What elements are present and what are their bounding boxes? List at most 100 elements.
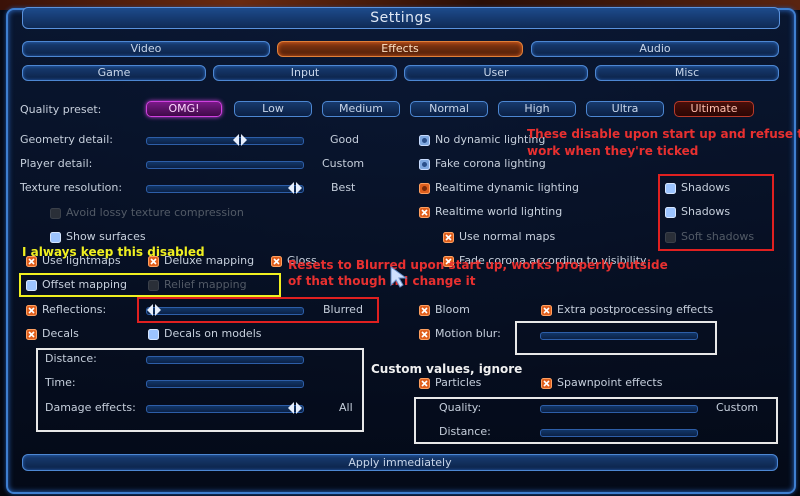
geometry-detail-slider[interactable] [146,134,304,146]
shadows-checkbox-1[interactable] [665,183,676,194]
player-detail-label: Player detail: [20,157,93,170]
motion-blur-label: Motion blur: [435,327,501,340]
realtime-world-checkbox[interactable] [419,207,430,218]
no-dynamic-lighting-checkbox[interactable] [419,135,430,146]
quality-normal-button[interactable]: Normal [410,101,488,117]
realtime-world-label: Realtime world lighting [435,205,563,218]
decal-time-label: Time: [45,376,76,389]
extra-postprocessing-checkbox[interactable] [541,305,552,316]
gloss-checkbox[interactable] [271,256,282,267]
fade-corona-checkbox[interactable] [443,256,454,267]
annotation-box-offset-mapping [19,273,281,297]
particle-quality-value: Custom [716,401,759,414]
player-detail-slider[interactable] [146,161,304,169]
decals-label: Decals [42,327,79,340]
slider-handle-icon[interactable] [147,303,161,317]
decals-on-models-checkbox[interactable] [148,329,159,340]
shadows-label-1: Shadows [681,181,731,194]
slider-handle-icon[interactable] [288,401,302,415]
offset-mapping-label: Offset mapping [42,278,127,291]
offset-mapping-checkbox[interactable] [26,280,37,291]
texture-resolution-slider[interactable] [146,182,304,194]
shadows-checkbox-2[interactable] [665,207,676,218]
show-surfaces-checkbox[interactable] [50,232,61,243]
quality-medium-button[interactable]: Medium [322,101,400,117]
soft-shadows-checkbox [665,232,676,243]
decals-on-models-label: Decals on models [164,327,262,340]
shadows-label-2: Shadows [681,205,731,218]
particle-distance-label: Distance: [439,425,491,438]
motion-blur-checkbox[interactable] [419,329,430,340]
quality-preset-label: Quality preset: [20,103,102,116]
spawnpoint-effects-checkbox[interactable] [541,378,552,389]
annotation-box-reflections [137,297,379,323]
annotation-text-reflections-2: of that though if I change it [288,274,476,288]
realtime-dynamic-checkbox[interactable] [419,183,430,194]
deluxe-mapping-label: Deluxe mapping [164,254,255,267]
relief-mapping-label: Relief mapping [164,278,247,291]
use-normal-maps-checkbox[interactable] [443,232,454,243]
show-surfaces-label: Show surfaces [66,230,146,243]
annotation-text-reflections-1: Resets to Blurred upon start up, works p… [288,258,668,272]
tab-misc[interactable]: Misc [595,65,779,81]
particle-distance-slider[interactable] [540,429,698,437]
no-dynamic-lighting-label: No dynamic lighting [435,133,546,146]
particles-checkbox[interactable] [419,378,430,389]
texture-resolution-label: Texture resolution: [20,181,123,194]
gloss-label: Gloss [287,254,317,267]
window-title: Settings [22,7,780,29]
mouse-cursor-icon [389,265,409,289]
reflections-checkbox[interactable] [26,305,37,316]
tab-effects[interactable]: Effects [277,41,523,57]
annotation-box-particle-custom [414,397,778,444]
tab-audio[interactable]: Audio [531,41,779,57]
annotation-text-custom: Custom values, ignore [371,362,523,376]
damage-effects-slider[interactable] [146,402,304,414]
decal-time-slider[interactable] [146,380,304,388]
decals-checkbox[interactable] [26,329,37,340]
annotation-text-shadows-1: These disable upon start up and refuse t… [527,127,800,141]
extra-postprocessing-label: Extra postprocessing effects [557,303,714,316]
bloom-checkbox[interactable] [419,305,430,316]
particle-quality-label: Quality: [439,401,482,414]
avoid-lossy-label: Avoid lossy texture compression [66,206,244,219]
annotation-box-decal-custom [36,348,364,432]
tab-game[interactable]: Game [22,65,206,81]
fake-corona-label: Fake corona lighting [435,157,546,170]
tab-user[interactable]: User [404,65,588,81]
tab-input[interactable]: Input [213,65,397,81]
motion-blur-slider[interactable] [540,332,698,340]
bloom-label: Bloom [435,303,470,316]
reflections-slider[interactable] [146,304,304,316]
quality-low-button[interactable]: Low [234,101,312,117]
annotation-text-shadows-2: work when they're ticked [527,144,699,158]
window-frame-top [0,0,800,10]
use-lightmaps-checkbox[interactable] [26,256,37,267]
geometry-detail-label: Geometry detail: [20,133,113,146]
decal-distance-label: Distance: [45,352,97,365]
fade-corona-label: Fade corona according to visibility [459,254,647,267]
slider-handle-icon[interactable] [288,181,302,195]
relief-mapping-checkbox [148,280,159,291]
texture-resolution-value: Best [331,181,356,194]
quality-omg-button[interactable]: OMG! [146,101,222,117]
geometry-detail-value: Good [330,133,359,146]
quality-ultimate-button[interactable]: Ultimate [674,101,754,117]
annotation-text-offset: I always keep this disabled [22,245,205,259]
annotation-box-shadows [658,174,774,251]
tab-video[interactable]: Video [22,41,270,57]
quality-high-button[interactable]: High [498,101,576,117]
avoid-lossy-checkbox [50,208,61,219]
particle-quality-slider[interactable] [540,405,698,413]
soft-shadows-label: Soft shadows [681,230,755,243]
quality-ultra-button[interactable]: Ultra [586,101,664,117]
settings-panel [6,8,796,494]
apply-immediately-button[interactable]: Apply immediately [22,454,778,471]
slider-handle-icon[interactable] [233,133,247,147]
fake-corona-checkbox[interactable] [419,159,430,170]
realtime-dynamic-label: Realtime dynamic lighting [435,181,579,194]
deluxe-mapping-checkbox[interactable] [148,256,159,267]
damage-effects-label: Damage effects: [45,401,136,414]
decal-distance-slider[interactable] [146,356,304,364]
